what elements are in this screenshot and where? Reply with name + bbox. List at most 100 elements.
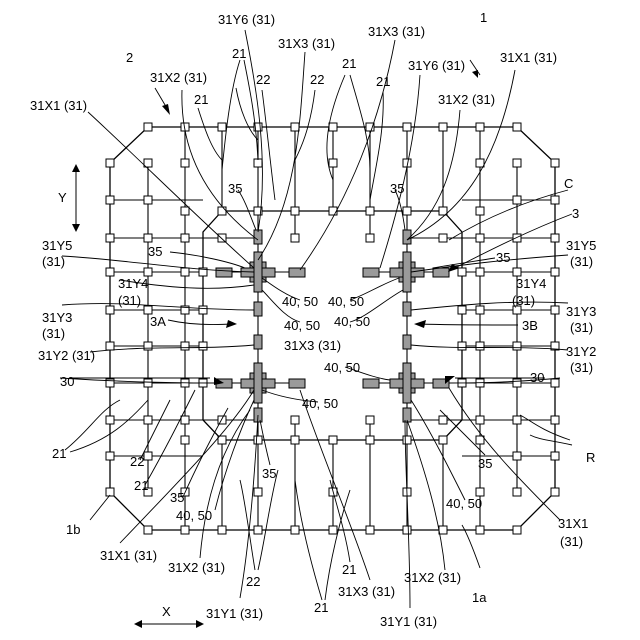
lattice-node xyxy=(551,196,559,204)
label-31X2-top-right: 31X2 (31) xyxy=(438,92,495,107)
lattice-node xyxy=(476,123,484,131)
lattice-node xyxy=(513,452,521,460)
lattice-node xyxy=(106,416,114,424)
lattice-node xyxy=(144,196,152,204)
label-31Y2-left: 31Y2 (31) xyxy=(38,348,95,363)
member-21-bottom-b: 21 xyxy=(314,600,328,615)
lattice-node xyxy=(181,159,189,167)
lattice-node xyxy=(181,342,189,350)
label-31Y3-left-sub: (31) xyxy=(42,326,65,341)
cross-joint-bottom-left xyxy=(216,363,305,403)
member-35-right: 35 xyxy=(496,250,510,265)
lattice-node xyxy=(513,159,521,167)
member-35-top-left: 35 xyxy=(228,181,242,196)
lattice-node xyxy=(513,342,521,350)
lattice-node xyxy=(551,452,559,460)
lattice-node xyxy=(513,416,521,424)
lattice-node xyxy=(403,123,411,131)
lattice-node xyxy=(106,452,114,460)
lattice-node xyxy=(106,159,114,167)
member-30-right: 30 xyxy=(530,370,544,385)
lattice-node xyxy=(329,207,337,215)
lattice-node xyxy=(291,526,299,534)
lattice-node xyxy=(218,416,226,424)
label-31X2-bottom-right: 31X2 (31) xyxy=(404,570,461,585)
label-31Y4-left-sub: (31) xyxy=(118,293,141,308)
connector-piece xyxy=(254,230,262,244)
label-31X1-top-right: 31X1 (31) xyxy=(500,50,557,65)
lattice-node xyxy=(181,526,189,534)
label-31Y1-bottom-left: 31Y1 (31) xyxy=(206,606,263,621)
lattice-node xyxy=(403,436,411,444)
joint-40-50-b: 40, 50 xyxy=(284,318,320,333)
label-31Y4-right-sub: (31) xyxy=(512,293,535,308)
joint-40-50-g: 40, 50 xyxy=(176,508,212,523)
ref-3: 3 xyxy=(572,206,579,221)
cross-joint-bottom-right xyxy=(363,363,449,403)
lattice-node xyxy=(106,306,114,314)
member-21-left-b: 21 xyxy=(134,478,148,493)
lattice-node xyxy=(476,526,484,534)
member-21-bottom-a: 21 xyxy=(342,562,356,577)
member-35-bottom: 35 xyxy=(262,466,276,481)
lattice-node xyxy=(513,268,521,276)
lattice-node xyxy=(291,436,299,444)
label-31Y2-right-sub: (31) xyxy=(570,360,593,375)
lattice-node xyxy=(254,488,262,496)
lattice-node xyxy=(439,234,447,242)
cross-joint-top-right xyxy=(363,252,449,292)
lattice-node xyxy=(181,416,189,424)
lattice-node xyxy=(218,123,226,131)
lattice-node xyxy=(181,234,189,242)
lattice-node xyxy=(181,268,189,276)
lattice-node xyxy=(218,526,226,534)
lattice-node xyxy=(106,488,114,496)
lattice-node xyxy=(551,416,559,424)
label-31X3-bottom: 31X3 (31) xyxy=(338,584,395,599)
label-31Y6-top-right: 31Y6 (31) xyxy=(408,58,465,73)
lattice-node xyxy=(458,342,466,350)
member-22-a: 22 xyxy=(256,72,270,87)
lattice-node xyxy=(144,379,152,387)
ref-2: 2 xyxy=(126,50,133,65)
lattice-node xyxy=(254,436,262,444)
lattice-node xyxy=(366,234,374,242)
lattice-node xyxy=(439,436,447,444)
lattice-node xyxy=(513,379,521,387)
label-31X2-bottom-left: 31X2 (31) xyxy=(168,560,225,575)
member-21-c: 21 xyxy=(342,56,356,71)
member-35-bottom-right: 35 xyxy=(478,456,492,471)
label-31X1-top-left: 31X1 (31) xyxy=(30,98,87,113)
lattice-node xyxy=(551,159,559,167)
member-35-top-right: 35 xyxy=(390,181,404,196)
lattice-node xyxy=(513,488,521,496)
label-31X1-bottom-left: 31X1 (31) xyxy=(100,548,157,563)
lattice-node xyxy=(106,342,114,350)
member-22-b: 22 xyxy=(310,72,324,87)
joint-40-50-e: 40, 50 xyxy=(324,360,360,375)
lattice-node xyxy=(366,436,374,444)
lattice-node xyxy=(476,268,484,276)
lattice-node xyxy=(218,207,226,215)
label-31Y3-left: 31Y3 xyxy=(42,310,72,325)
label-31Y5-right: 31Y5 xyxy=(566,238,596,253)
label-31Y5-left-sub: (31) xyxy=(42,254,65,269)
ref-R: R xyxy=(586,450,595,465)
lattice-node xyxy=(551,488,559,496)
lattice-node xyxy=(144,452,152,460)
lattice-node xyxy=(476,306,484,314)
label-31X2-top-left: 31X2 (31) xyxy=(150,70,207,85)
label-31Y4-right: 31Y4 xyxy=(516,276,546,291)
lattice-node xyxy=(403,526,411,534)
lattice-node xyxy=(476,416,484,424)
lattice-node xyxy=(199,306,207,314)
lattice-node xyxy=(144,306,152,314)
lattice-node xyxy=(144,123,152,131)
label-31X3-top: 31X3 (31) xyxy=(278,36,335,51)
member-21-d: 21 xyxy=(376,74,390,89)
lattice-node xyxy=(476,159,484,167)
lattice-node xyxy=(254,159,262,167)
lattice-node xyxy=(291,123,299,131)
lattice-node xyxy=(144,234,152,242)
lattice-node xyxy=(144,416,152,424)
